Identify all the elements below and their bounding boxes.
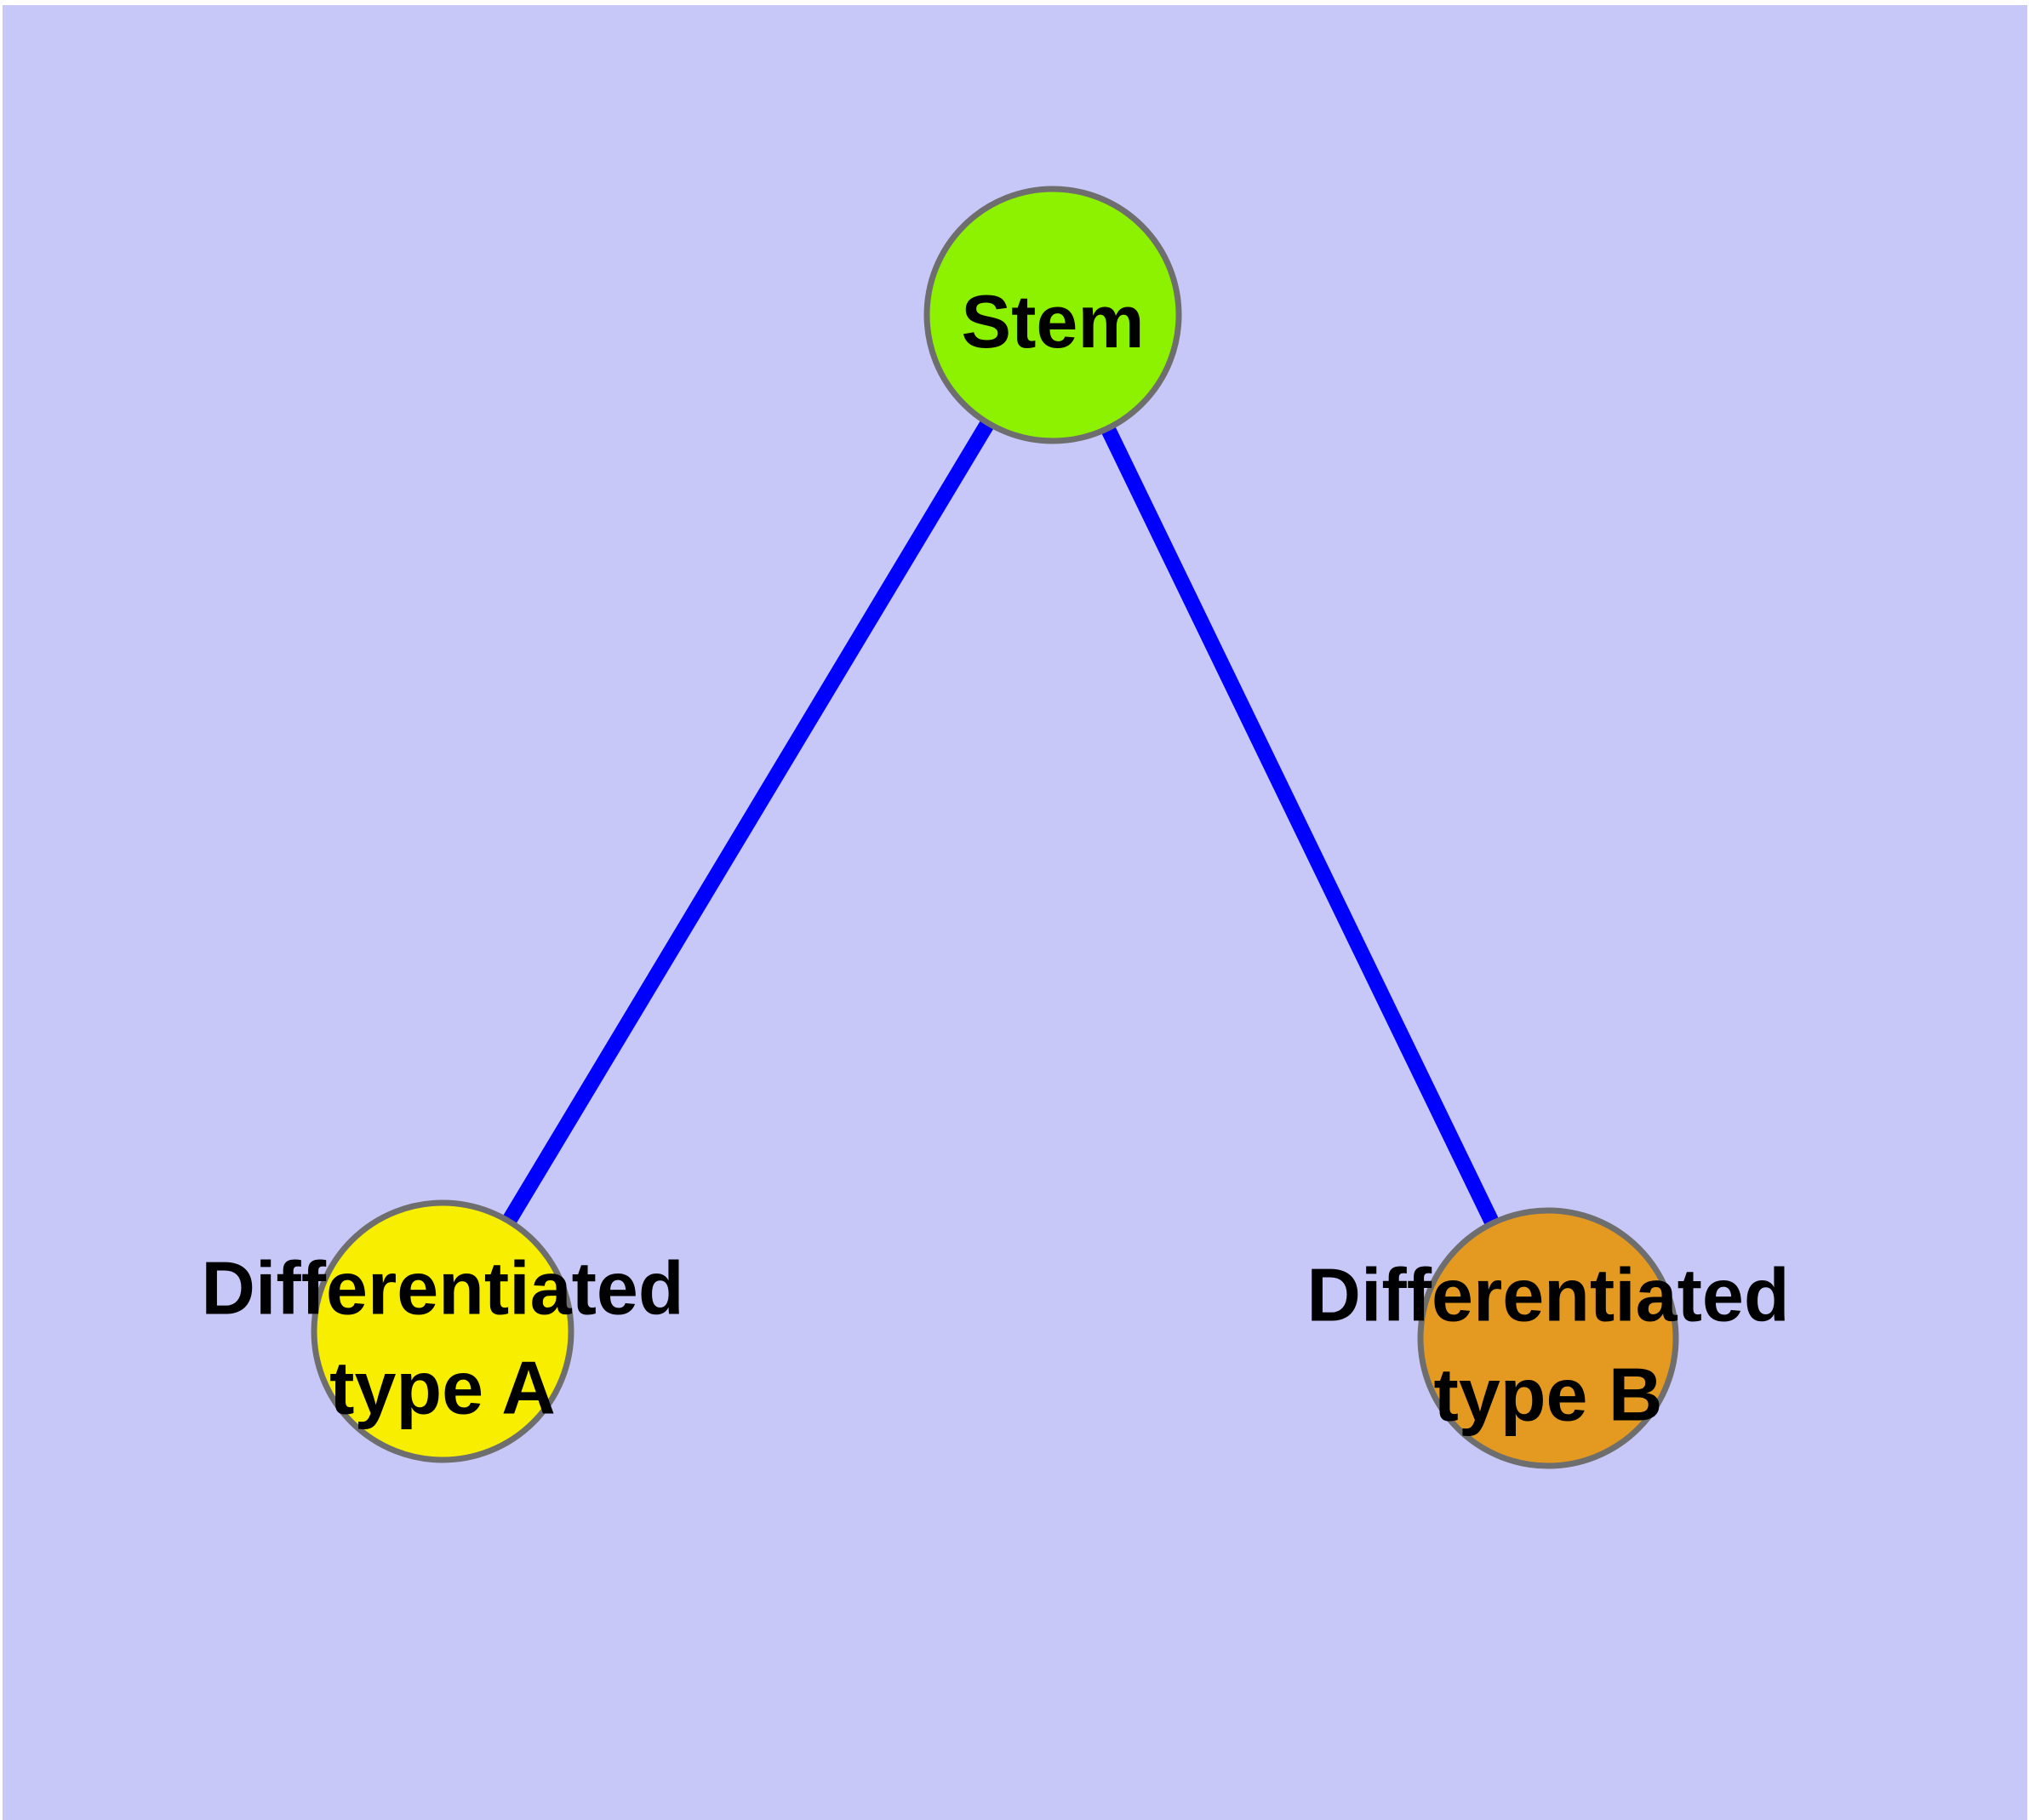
node-label-stem: Stem xyxy=(961,279,1144,363)
edge-stem-to-differentiated-type-a xyxy=(436,311,1060,1336)
node-circle-stem xyxy=(923,186,1182,444)
node-circle-differentiated-type-b xyxy=(1417,1207,1679,1469)
node-stem: Stem xyxy=(923,186,1182,444)
node-circle-differentiated-type-a xyxy=(311,1199,574,1463)
edge-stem-to-differentiated-type-b xyxy=(1045,312,1556,1342)
